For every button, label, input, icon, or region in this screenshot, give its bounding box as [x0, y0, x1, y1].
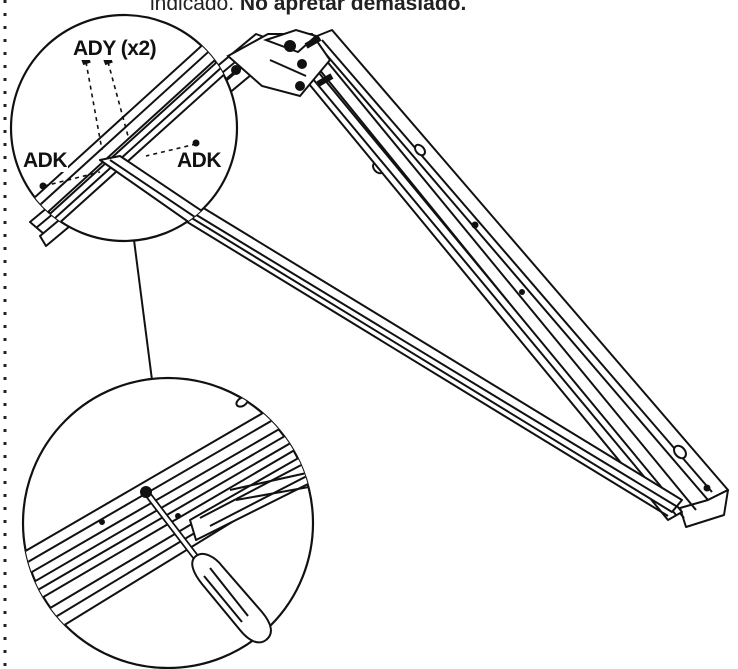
instruction-warning: No apretar demasiado.: [239, 0, 467, 15]
callout-adk-right: ADK: [176, 149, 222, 172]
instruction-text: indicado.: [150, 0, 240, 15]
right-rail: [309, 29, 729, 528]
screwdriver-icon: [140, 486, 272, 644]
top-joint-bracket: [226, 28, 334, 98]
diagonal-brace: [285, 49, 683, 521]
callout-ady: ADY (x2): [72, 37, 158, 60]
instruction-caption: indicado. No apretar demasiado.: [150, 0, 620, 18]
detail-circle-bottom: [21, 376, 315, 669]
detail-leader-line: [133, 239, 153, 381]
callout-adk-left: ADK: [22, 149, 68, 172]
